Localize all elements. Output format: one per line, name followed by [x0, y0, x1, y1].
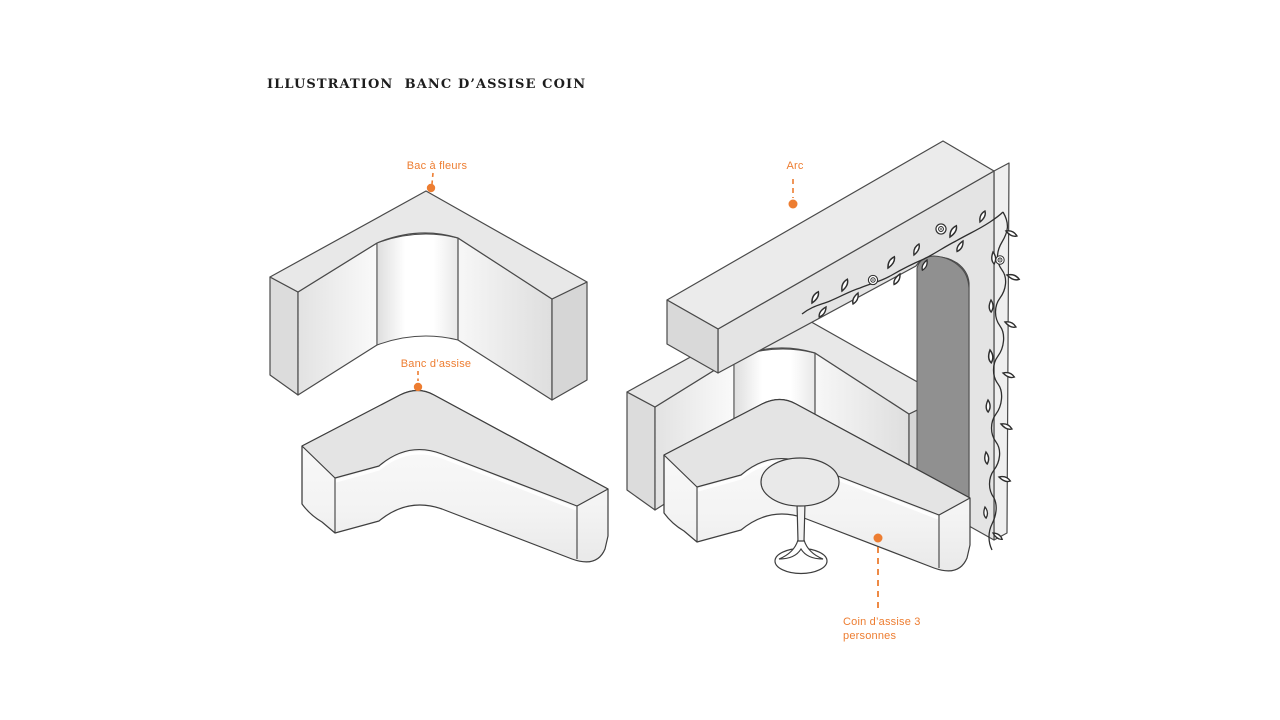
- label-coin-dassise-dot: [873, 533, 883, 543]
- label-bac-a-fleurs-leader: [431, 172, 434, 185]
- table-stem: [796, 502, 806, 542]
- table-base: [774, 547, 828, 575]
- label-banc-dassise-text: Banc d’assise: [401, 358, 471, 370]
- label-coin-dassise: Coin d’assise 3 personnes: [843, 533, 921, 642]
- label-arc: Arc: [786, 160, 804, 209]
- label-coin-dassise-text-line1: Coin d’assise 3: [843, 616, 921, 628]
- page-title: ILLUSTRATION BANC D’ASSISE COIN: [267, 77, 587, 92]
- label-bac-a-fleurs-dot: [426, 183, 436, 193]
- garland: [801, 210, 1020, 551]
- garland-stem-side: [988, 211, 1009, 551]
- table-top: [760, 457, 840, 507]
- pedestal-table: [760, 457, 840, 575]
- label-bac-a-fleurs: Bac à fleurs: [407, 160, 468, 193]
- table-stem-flare: [778, 539, 824, 560]
- label-banc-dassise: Banc d’assise: [401, 358, 471, 392]
- label-arc-dot: [788, 199, 798, 209]
- label-arc-text: Arc: [786, 160, 803, 172]
- label-coin-dassise-text-line2: personnes: [843, 630, 896, 642]
- label-bac-a-fleurs-text: Bac à fleurs: [407, 160, 468, 172]
- banc-dassise-left: [300, 389, 610, 564]
- garland-stem-beam: [801, 211, 1004, 315]
- label-banc-dassise-dot: [413, 382, 423, 392]
- arc-beam-end-cap: [666, 299, 719, 374]
